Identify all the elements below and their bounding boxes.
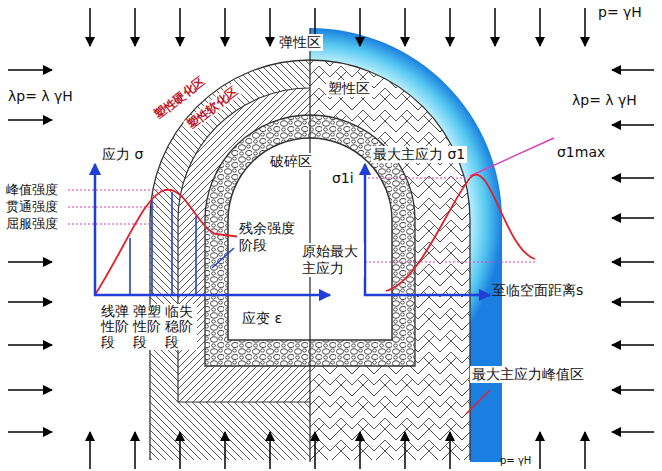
load-arrow (494, 8, 496, 46)
plastic-softening-ground (178, 88, 310, 402)
load-arrow (612, 431, 654, 433)
load-arrow (539, 432, 541, 469)
stage-label: 残余强度阶段 (237, 220, 301, 254)
load-arrow (179, 8, 181, 46)
zone-label: 最大主应力峰值区 (470, 366, 586, 383)
load-arrow (612, 217, 654, 219)
load-arrow (8, 389, 52, 391)
load-arrow (8, 301, 52, 303)
load-arrow (8, 344, 52, 346)
load-arrow (404, 8, 406, 46)
load-arrow (224, 8, 226, 46)
load-arrow (449, 8, 451, 46)
axis-label: 应变 ε (240, 310, 284, 327)
load-arrows (8, 8, 654, 469)
load-arrow (612, 389, 654, 391)
principal-stress-chart (364, 138, 554, 296)
lateral-load-label: λp= λ γH (8, 88, 73, 105)
load-arrow (449, 432, 451, 469)
load-arrow (224, 432, 226, 469)
stage-label: 临失稳阶段 (163, 304, 197, 350)
strength-label: 峰值强度 (6, 182, 58, 198)
load-arrow (8, 431, 52, 433)
axis-label: 应力 σ (100, 146, 145, 163)
value-label: σ1i (330, 170, 356, 187)
load-arrow (539, 8, 541, 46)
load-arrow (314, 432, 316, 469)
load-arrow (179, 432, 181, 469)
load-arrow (359, 8, 361, 46)
load-arrow (269, 8, 271, 46)
axis-label: 最大主应力 σ1 (371, 146, 467, 163)
strength-label: 贯通强度 (6, 199, 58, 215)
load-arrow (404, 432, 406, 469)
leader-line (466, 390, 490, 414)
load-arrow (269, 432, 271, 469)
stress-strain-chart (68, 164, 330, 296)
load-arrow (612, 177, 654, 179)
value-label: σ1max (557, 144, 605, 161)
load-arrow (8, 119, 52, 121)
load-arrow (612, 344, 654, 346)
plastic-zone (310, 60, 470, 460)
load-arrow (134, 432, 136, 469)
load-label: p= γH (598, 4, 642, 21)
load-arrow (584, 8, 586, 46)
plastic-hardening-zone (150, 60, 310, 460)
load-arrow (89, 432, 91, 469)
value-label: 原始最大主应力 (300, 243, 364, 277)
zone-label: 弹性区 (277, 34, 323, 51)
stage-label: 线弹性阶段 (99, 304, 133, 350)
load-arrow (359, 432, 361, 469)
strength-label: 屈服强度 (6, 216, 58, 232)
zone-label: 塑性区 (326, 80, 372, 97)
load-arrow (612, 301, 654, 303)
load-arrow (134, 8, 136, 46)
load-label: p= γH (500, 455, 531, 467)
zone-label: 破碎区 (268, 153, 314, 170)
load-arrow (612, 124, 654, 126)
load-arrow (8, 69, 52, 71)
axis-label: 至临空面距离s (492, 282, 583, 299)
load-arrow (584, 432, 586, 469)
load-arrow (89, 8, 91, 46)
lateral-load-label: λp= λ γH (572, 92, 637, 109)
load-arrow (612, 69, 654, 71)
stage-label: 弹塑性阶段 (131, 304, 165, 350)
plastic-softening-zone (178, 88, 310, 402)
load-arrow (612, 261, 654, 263)
load-arrow (8, 261, 52, 263)
